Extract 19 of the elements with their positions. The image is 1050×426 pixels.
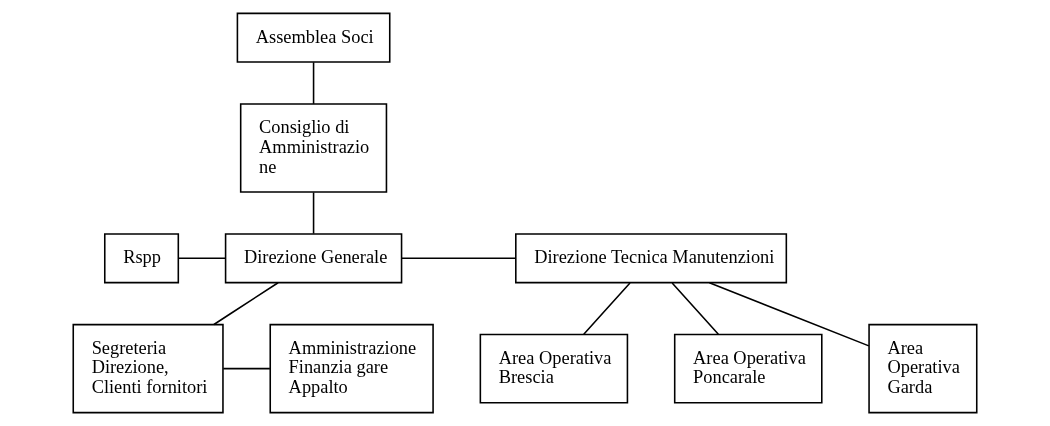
connector xyxy=(177,257,227,260)
connector xyxy=(312,191,315,235)
node-box: Area Operativa Poncarale xyxy=(673,333,823,404)
connector xyxy=(708,281,870,347)
node-box: Assemblea Soci xyxy=(236,12,391,63)
node-box: Direzione Generale xyxy=(224,233,403,284)
node-box: Direzione Tecnica Manutenzioni xyxy=(515,233,788,284)
node-box: Area Operativa Brescia xyxy=(479,333,629,404)
connector xyxy=(213,281,279,326)
connector xyxy=(671,282,720,335)
node-box: Rspp xyxy=(103,233,180,284)
node-box: Segreteria Direzione, Clienti fornitori xyxy=(72,323,224,414)
node-box: Consiglio di Amministrazio ne xyxy=(239,103,388,193)
connector xyxy=(583,282,631,335)
connector xyxy=(312,61,315,105)
connector xyxy=(222,367,271,370)
node-box: Amministrazione Finanzia gare Appalto xyxy=(269,323,434,414)
connector xyxy=(400,257,517,260)
node-box: Area Operativa Garda xyxy=(868,323,978,414)
